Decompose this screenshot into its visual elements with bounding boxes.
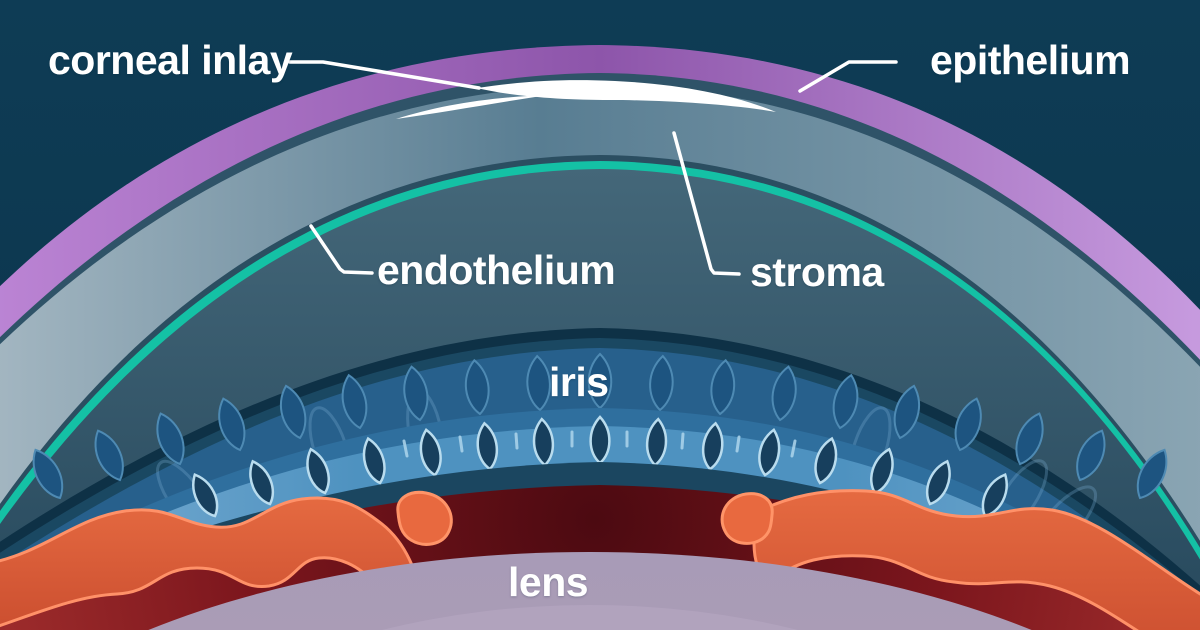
ciliary-body-left [0,496,426,630]
epithelium-leader-line [798,60,898,93]
label-stroma: stroma [750,249,884,295]
ciliary-body [0,489,1200,630]
leader-lines [288,60,898,276]
corneal-inlay-shape [396,80,776,119]
lens-shape [148,552,1032,630]
ciliary-process-left [396,490,453,546]
label-epithelium: epithelium [930,37,1131,83]
corneal-inlay-leader-line [288,60,481,90]
stroma-leader-line [672,131,741,276]
label-endothelium: endothelium [377,247,616,293]
label-corneal-inlay: corneal inlay [48,37,293,83]
endothelium-leader-line [309,224,374,275]
ciliary-process-right [720,492,774,545]
label-iris: iris [549,359,609,405]
ciliary-body-right [752,489,1200,630]
label-lens: lens [508,559,589,605]
iris-tick-marks [402,430,797,458]
